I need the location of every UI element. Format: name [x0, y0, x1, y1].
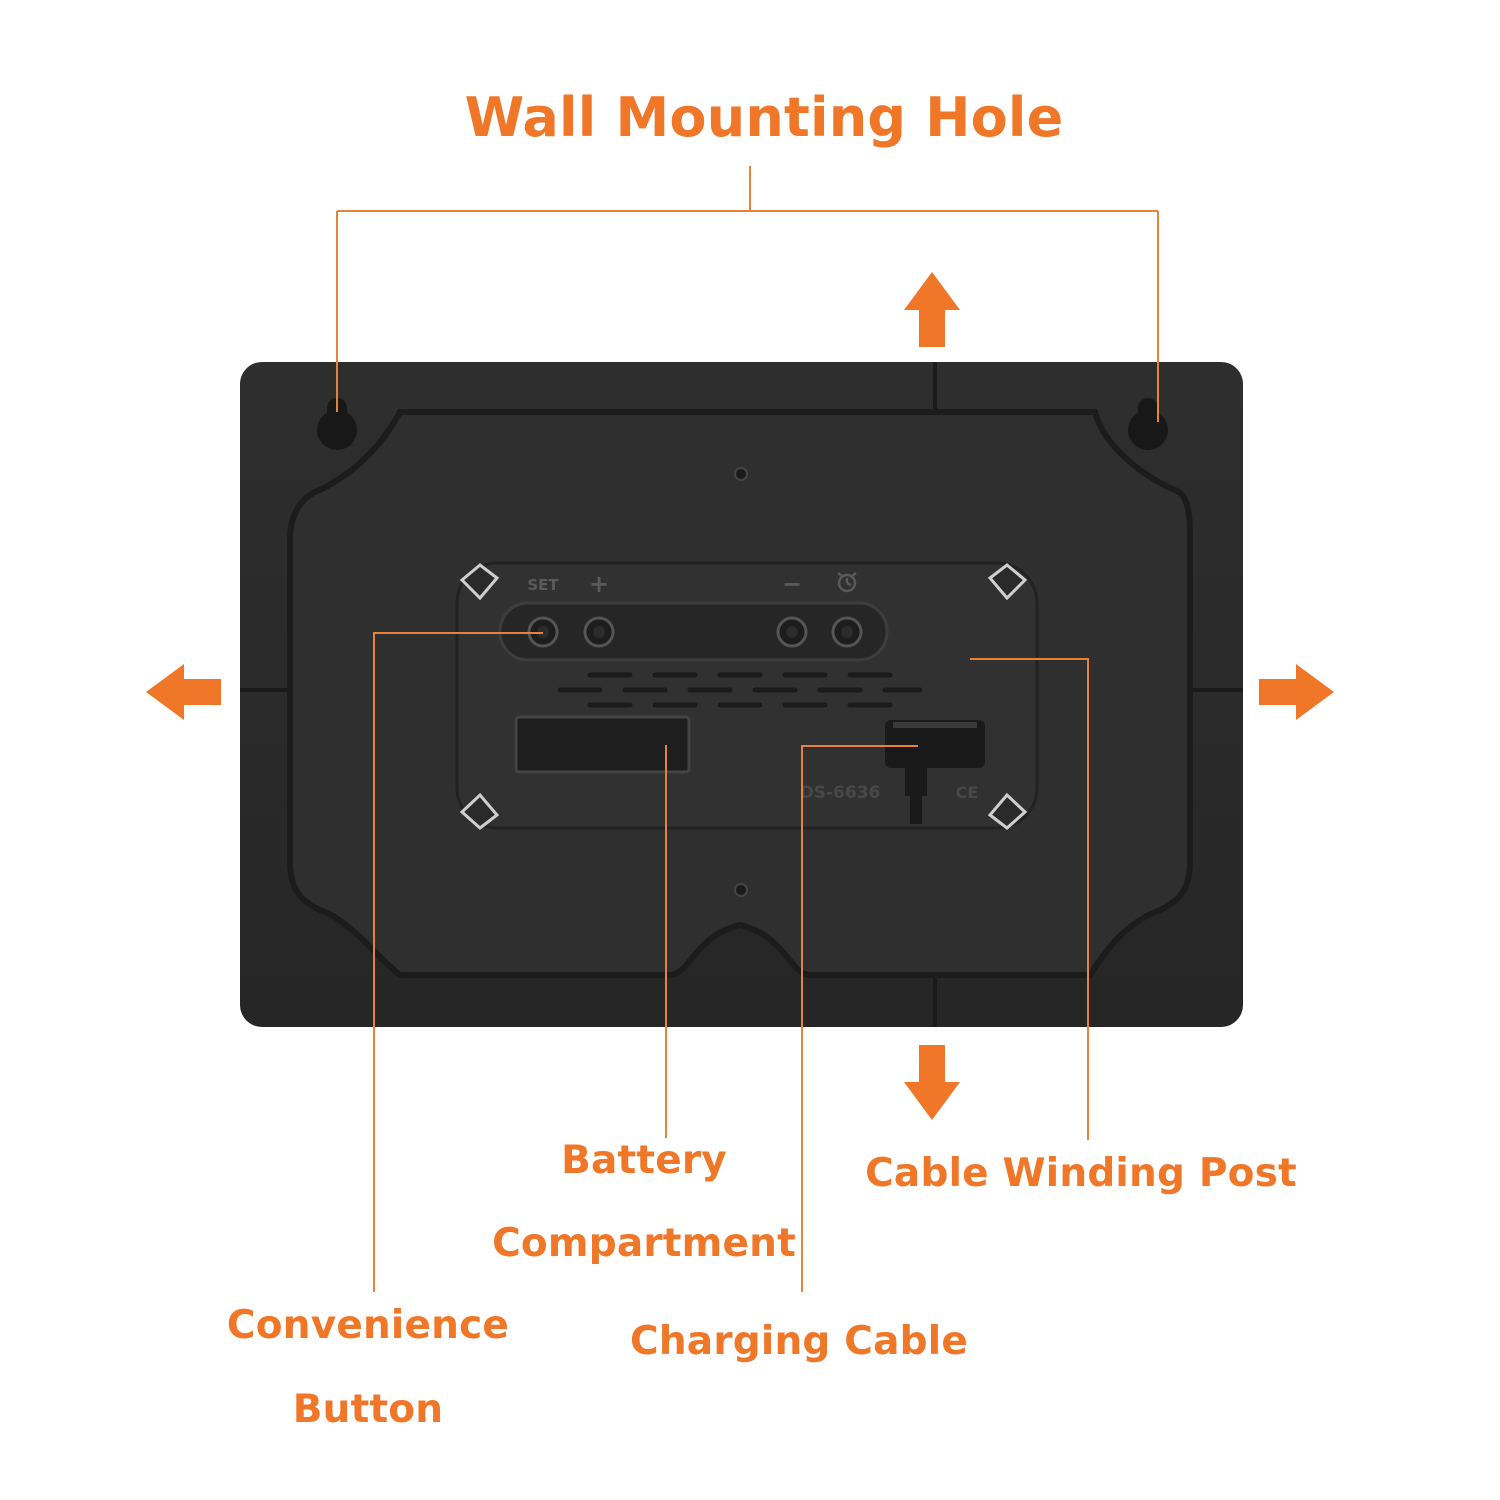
arrow-left-icon [146, 664, 221, 720]
callout-convenience-line1: Convenience [226, 1303, 510, 1348]
wall-mounting-hole-left [317, 398, 357, 450]
set-label: SET [527, 576, 559, 594]
ce-mark: CE [956, 783, 979, 802]
callout-cable-winding-post: Cable Winding Post [865, 1151, 1297, 1196]
battery-compartment [514, 715, 691, 774]
minus-button[interactable] [776, 616, 808, 648]
plus-button[interactable] [583, 616, 615, 648]
arrow-down-icon [904, 1045, 960, 1120]
arrow-up-icon [904, 272, 960, 347]
cable-winding-post [885, 720, 985, 824]
speaker-grille [557, 672, 923, 708]
callout-convenience-line2: Button [292, 1387, 444, 1432]
alarm-bell-icon [837, 572, 857, 593]
model-number: DS-6636 [800, 783, 881, 803]
screw-hole-bottom [734, 883, 748, 897]
callout-wall-mounting-hole: Wall Mounting Hole [464, 86, 1064, 149]
alarm-button[interactable] [831, 616, 863, 648]
callout-charging-cable: Charging Cable [630, 1319, 968, 1364]
plus-label: + [589, 570, 609, 598]
minus-label: − [782, 570, 802, 598]
callout-battery-line1: Battery [561, 1138, 727, 1183]
callout-battery-line2: Compartment [492, 1221, 796, 1266]
screw-hole-top [734, 467, 748, 481]
module-clips [459, 563, 1028, 830]
arrow-right-icon [1259, 664, 1334, 720]
leader-lines [336, 166, 1159, 1292]
leader-convenience-button [373, 632, 543, 1292]
leader-charging-cable [801, 745, 918, 1292]
leader-cable-winding-post [970, 658, 1089, 1140]
